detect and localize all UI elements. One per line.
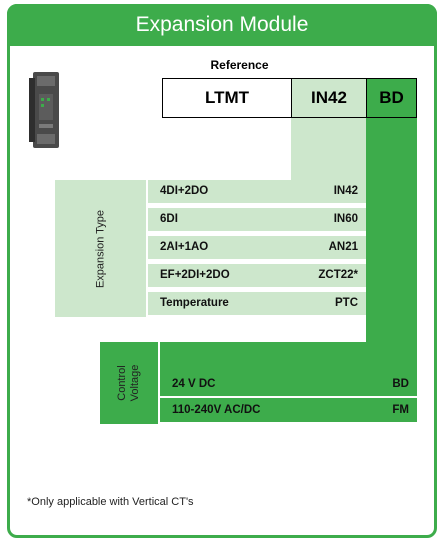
expansion-row: Temperature PTC — [148, 292, 366, 315]
expansion-row: 6DI IN60 — [148, 208, 366, 231]
control-voltage-row: 24 V DC BD — [160, 372, 417, 396]
voltage-code: FM — [392, 398, 409, 422]
control-voltage-row: 110-240V AC/DC FM — [160, 398, 417, 422]
control-voltage-label: Control Voltage — [116, 365, 142, 402]
header-bar: Expansion Module — [7, 4, 437, 46]
reference-voltage-code: BD — [366, 78, 417, 118]
expansion-name: Temperature — [160, 292, 229, 315]
expansion-row: 2AI+1AO AN21 — [148, 236, 366, 259]
expansion-name: 4DI+2DO — [160, 180, 208, 203]
page-title: Expansion Module — [7, 4, 437, 46]
expansion-code: IN60 — [334, 208, 358, 231]
device-image — [29, 72, 63, 148]
expansion-connector-bar — [291, 118, 367, 180]
expansion-row: 4DI+2DO IN42 — [148, 180, 366, 203]
voltage-name: 110-240V AC/DC — [172, 398, 260, 422]
voltage-name: 24 V DC — [172, 372, 215, 396]
control-voltage-label-cell: Control Voltage — [100, 342, 158, 424]
expansion-code: AN21 — [329, 236, 358, 259]
reference-base-code: LTMT — [162, 78, 292, 118]
expansion-type-label: Expansion Type — [94, 209, 107, 287]
expansion-code: ZCT22* — [318, 264, 358, 287]
voltage-connector-bar — [366, 118, 417, 342]
expansion-row: EF+2DI+2DO ZCT22* — [148, 264, 366, 287]
voltage-code: BD — [392, 372, 409, 396]
expansion-name: 6DI — [160, 208, 178, 231]
expansion-name: EF+2DI+2DO — [160, 264, 230, 287]
reference-label: Reference — [162, 58, 317, 72]
expansion-name: 2AI+1AO — [160, 236, 208, 259]
expansion-type-label-cell: Expansion Type — [55, 180, 146, 317]
expansion-code: IN42 — [334, 180, 358, 203]
expansion-code: PTC — [335, 292, 358, 315]
footnote: *Only applicable with Vertical CT's — [27, 496, 194, 508]
reference-expansion-code: IN42 — [291, 78, 367, 118]
